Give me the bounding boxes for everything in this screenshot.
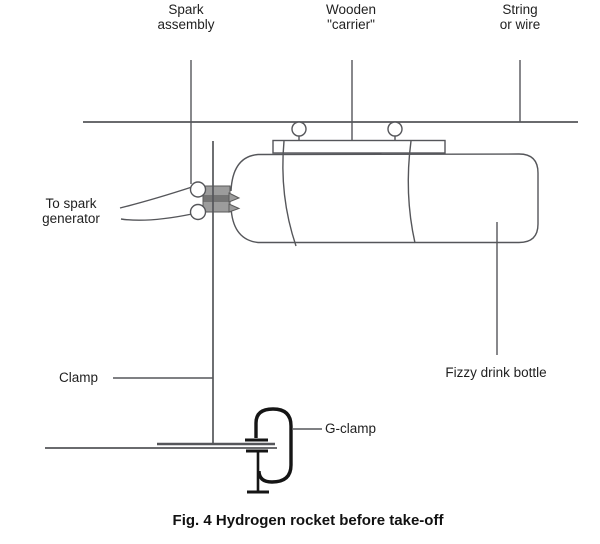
g-clamp <box>245 407 293 494</box>
spark-assembly-plug <box>202 185 241 213</box>
spark-plug-band <box>203 195 230 202</box>
label-clamp: Clamp <box>59 370 99 385</box>
spark-wire-top <box>119 186 193 209</box>
strap-right <box>407 140 416 244</box>
spark-electrode-bottom <box>228 203 241 213</box>
carrier-hooks <box>291 121 403 141</box>
label-string-or-wire-line2: or wire <box>499 17 541 32</box>
label-fizzy-drink-bottle: Fizzy drink bottle <box>445 365 547 380</box>
hook-ring-right <box>387 121 403 137</box>
spark-wire-bottom <box>120 213 193 221</box>
wooden-carrier-bar <box>272 139 446 154</box>
wire-loop-top <box>189 181 207 198</box>
label-wooden-carrier-line1: Wooden <box>325 2 377 17</box>
fizzy-drink-bottle-outline <box>230 153 539 244</box>
label-string-or-wire-line1: String <box>502 2 538 17</box>
label-g-clamp: G-clamp <box>325 421 377 436</box>
spark-electrode-top <box>228 192 241 203</box>
label-wooden-carrier-line2: "carrier" <box>327 17 375 32</box>
label-to-spark-generator-line1: To spark <box>45 196 97 211</box>
label-spark-assembly-line1: Spark <box>168 2 204 17</box>
label-spark-assembly: Spark assembly <box>157 2 214 32</box>
figure-caption: Fig. 4 Hydrogen rocket before take-off <box>172 512 444 529</box>
hook-ring-left <box>291 121 307 137</box>
label-string-or-wire: String or wire <box>500 2 541 32</box>
label-spark-assembly-line2: assembly <box>157 17 215 32</box>
label-wooden-carrier: Wooden "carrier" <box>326 2 376 32</box>
label-to-spark-generator: To spark generator <box>42 196 100 226</box>
strap-left <box>282 140 297 247</box>
label-to-spark-generator-line2: generator <box>42 211 100 226</box>
wire-loop-bottom <box>189 203 207 221</box>
g-clamp-frame <box>254 407 293 484</box>
